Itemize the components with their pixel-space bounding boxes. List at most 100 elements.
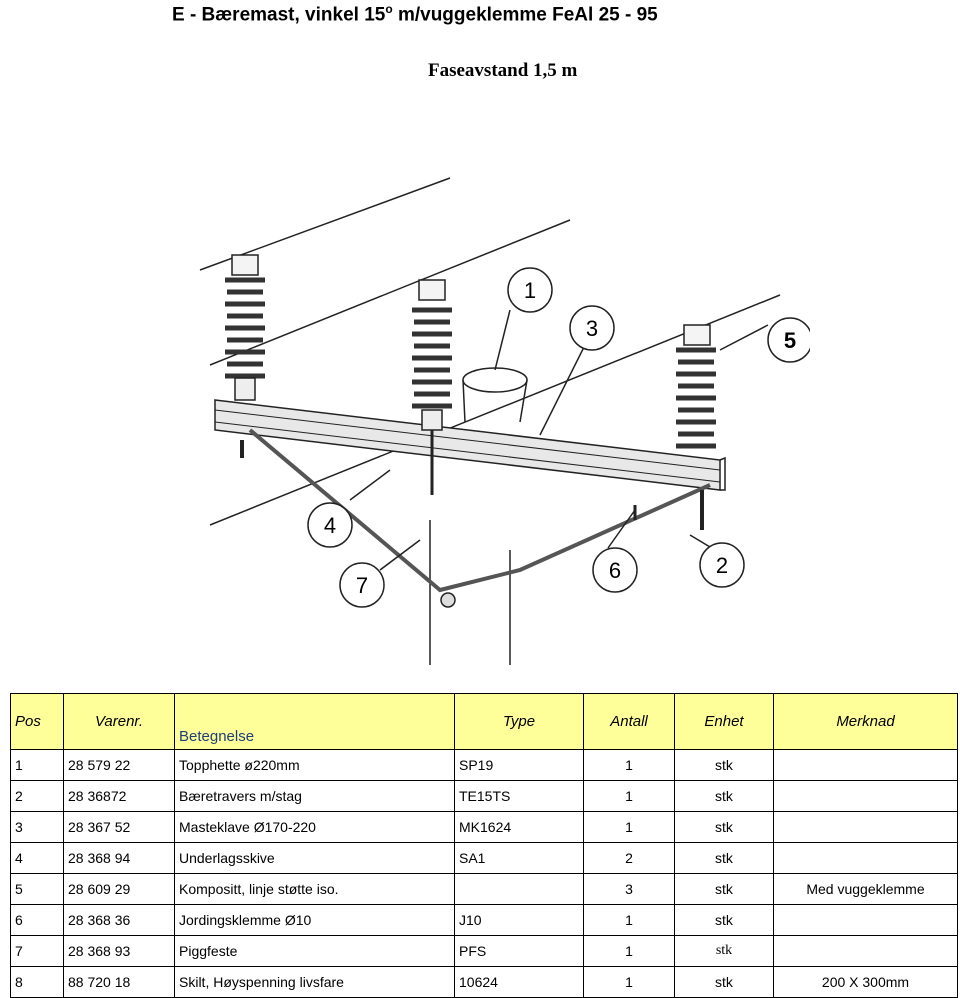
technical-drawing: 1 2 3 4 5 6 7	[199, 177, 810, 665]
cell-merknad	[773, 935, 958, 967]
conductor-line	[209, 219, 571, 366]
header-pos: Pos	[10, 693, 64, 750]
cell-varenr: 28 368 36	[63, 904, 175, 936]
cell-betegnelse: Kompositt, linje støtte iso.	[174, 873, 455, 905]
cell-type: 10624	[454, 966, 584, 998]
cell-merknad	[773, 811, 958, 843]
title-main: E - Bæremast, vinkel 15	[172, 4, 386, 26]
cell-type: SA1	[454, 842, 584, 874]
callout-circle-3	[569, 305, 615, 351]
header-enhet: Enhet	[674, 693, 774, 750]
cell-varenr: 28 609 29	[63, 873, 175, 905]
page-subtitle: Faseavstand 1,5 m	[428, 60, 578, 81]
callout-label-4: 4	[324, 513, 336, 538]
callout-label-5: 5	[784, 328, 796, 353]
header-antall: Antall	[583, 693, 675, 750]
cell-betegnelse: Underlagsskive	[174, 842, 455, 874]
cell-pos: 6	[10, 904, 64, 936]
table-row: 5 28 609 29 Kompositt, linje støtte iso.…	[10, 873, 958, 905]
cell-pos: 4	[10, 842, 64, 874]
cell-pos: 8	[10, 966, 64, 998]
cell-enhet: stk	[674, 873, 774, 905]
cell-varenr: 28 36872	[63, 780, 175, 812]
cell-antall: 1	[583, 780, 675, 812]
callout-arrow-6	[607, 509, 636, 549]
table-row: 7 28 368 93 Piggfeste PFS 1 stk	[10, 935, 958, 967]
table-header-row: Pos Varenr. Betegnelse Type Antall Enhet…	[10, 693, 958, 750]
callout-circle-1	[507, 267, 553, 313]
cell-merknad: Med vuggeklemme	[773, 873, 958, 905]
cell-antall: 1	[583, 935, 675, 967]
cell-enhet: stk	[674, 749, 774, 781]
callout-circle-5	[767, 317, 810, 363]
cell-pos: 3	[10, 811, 64, 843]
cell-type: J10	[454, 904, 584, 936]
top-cap	[462, 367, 528, 393]
header-betegnelse: Betegnelse	[174, 693, 455, 750]
callout-label-1: 1	[524, 278, 536, 303]
cell-merknad	[773, 842, 958, 874]
callout-arrow-1	[494, 309, 511, 371]
table-row: 4 28 368 94 Underlagsskive SA1 2 stk	[10, 842, 958, 874]
cell-enhet: stk	[674, 935, 774, 967]
cell-varenr: 28 367 52	[63, 811, 175, 843]
callout-label-7: 7	[356, 573, 368, 598]
callout-label-3: 3	[586, 316, 598, 341]
table-row: 8 88 720 18 Skilt, Høyspenning livsfare …	[10, 966, 958, 998]
header-varenr: Varenr.	[63, 693, 175, 750]
callout-circle-2	[699, 542, 745, 588]
table-row: 3 28 367 52 Masteklave Ø170-220 MK1624 1…	[10, 811, 958, 843]
page-title: E - Bæremast, vinkel 15o m/vuggeklemme F…	[172, 2, 658, 26]
callout-circle-7	[339, 562, 385, 608]
cell-antall: 2	[583, 842, 675, 874]
cell-antall: 1	[583, 811, 675, 843]
parts-table: Pos Varenr. Betegnelse Type Antall Enhet…	[10, 693, 958, 998]
cell-antall: 1	[583, 904, 675, 936]
title-rest: m/vuggeklemme FeAl 25 - 95	[392, 4, 658, 26]
title-degree: o	[385, 2, 393, 16]
cell-pos: 1	[10, 749, 64, 781]
header-type: Type	[454, 693, 584, 750]
callout-arrow-5	[719, 324, 769, 351]
cell-merknad	[773, 780, 958, 812]
cell-pos: 7	[10, 935, 64, 967]
cell-enhet: stk	[674, 842, 774, 874]
cell-antall: 1	[583, 966, 675, 998]
crossarm	[214, 399, 721, 491]
cell-enhet: stk	[674, 811, 774, 843]
cell-type: PFS	[454, 935, 584, 967]
cell-merknad	[773, 749, 958, 781]
insulator-right	[676, 324, 716, 530]
callout-arrow-7	[379, 539, 421, 571]
callout-label-2: 2	[716, 553, 728, 578]
brace-bolt	[440, 592, 456, 608]
callout-circle-6	[592, 547, 638, 593]
cell-varenr: 28 579 22	[63, 749, 175, 781]
cell-betegnelse: Bæretravers m/stag	[174, 780, 455, 812]
cell-betegnelse: Masteklave Ø170-220	[174, 811, 455, 843]
cell-type: SP19	[454, 749, 584, 781]
cell-enhet: stk	[674, 780, 774, 812]
cell-varenr: 28 368 93	[63, 935, 175, 967]
cell-enhet: stk	[674, 904, 774, 936]
cell-enhet: stk	[674, 966, 774, 998]
cell-betegnelse: Piggfeste	[174, 935, 455, 967]
cell-type: TE15TS	[454, 780, 584, 812]
cell-betegnelse: Jordingsklemme Ø10	[174, 904, 455, 936]
callout-circle-4	[307, 502, 353, 548]
cell-antall: 1	[583, 749, 675, 781]
cell-pos: 5	[10, 873, 64, 905]
table-row: 1 28 579 22 Topphette ø220mm SP19 1 stk	[10, 749, 958, 781]
callout-label-6: 6	[609, 558, 621, 583]
cell-type: MK1624	[454, 811, 584, 843]
cell-betegnelse: Skilt, Høyspenning livsfare	[174, 966, 455, 998]
cell-merknad	[773, 904, 958, 936]
callout-arrow-3	[539, 344, 586, 436]
cell-type	[454, 873, 584, 905]
cell-betegnelse: Topphette ø220mm	[174, 749, 455, 781]
pole-outline	[429, 520, 511, 665]
table-row: 6 28 368 36 Jordingsklemme Ø10 J10 1 stk	[10, 904, 958, 936]
cell-merknad: 200 X 300mm	[773, 966, 958, 998]
cell-pos: 2	[10, 780, 64, 812]
cell-varenr: 88 720 18	[63, 966, 175, 998]
